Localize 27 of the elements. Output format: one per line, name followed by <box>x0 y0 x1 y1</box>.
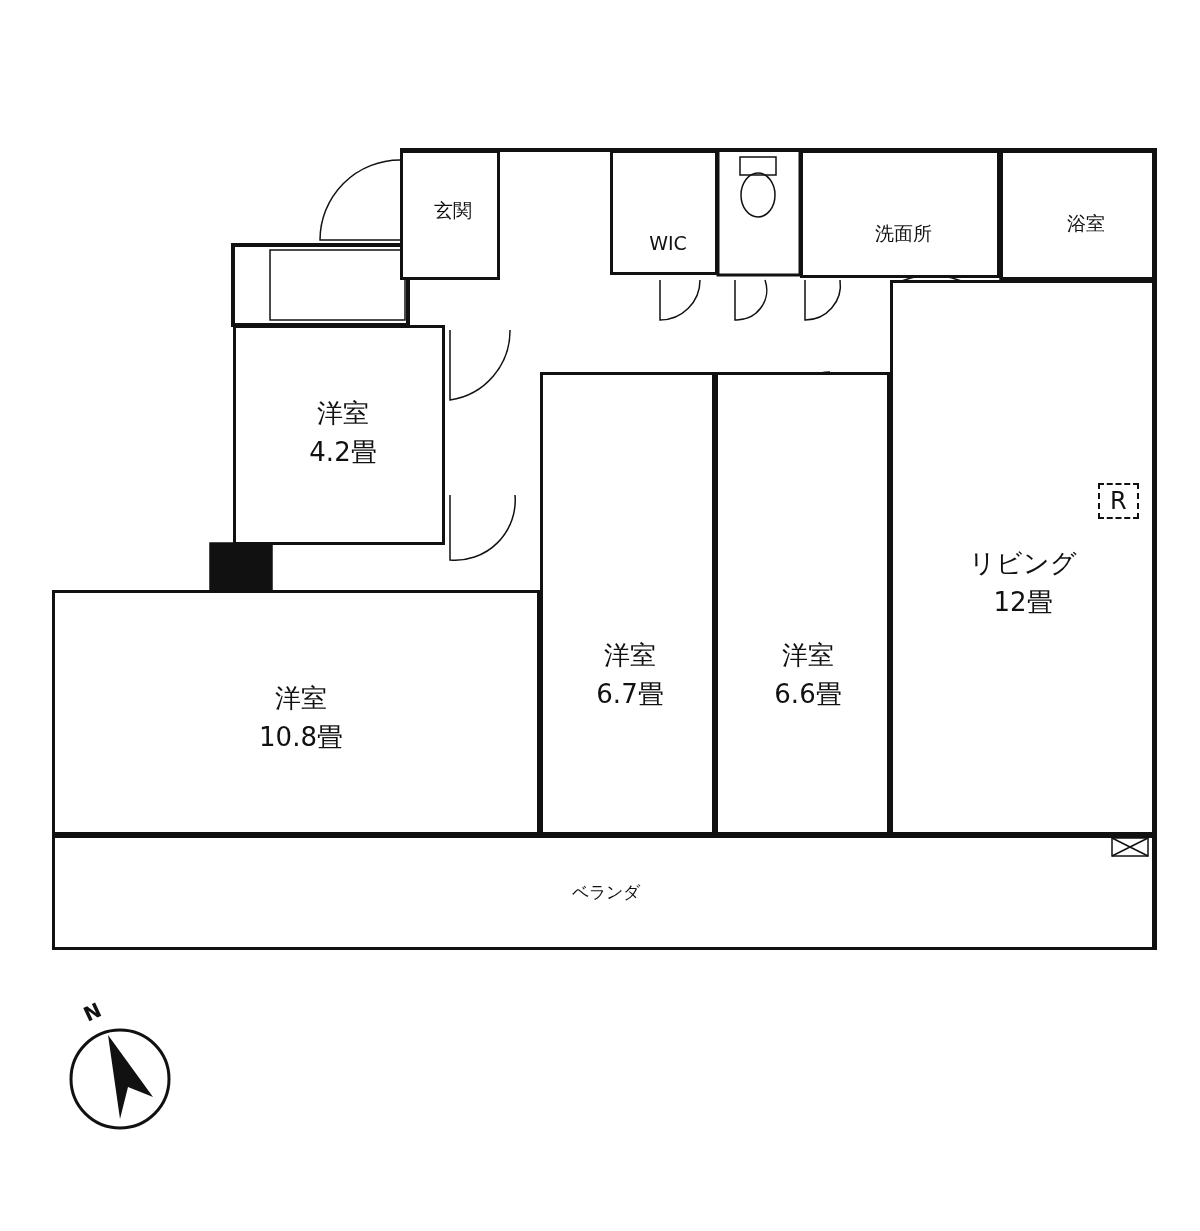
room-name: リビング <box>969 547 1077 580</box>
room-size: 4.2畳 <box>309 436 377 469</box>
room-name: 洋室 <box>275 682 327 715</box>
room-area <box>610 150 718 275</box>
refrigerator-mark: R <box>1098 483 1139 519</box>
room-area <box>400 150 500 280</box>
room-area <box>52 590 540 835</box>
room-size: 6.6畳 <box>774 678 842 711</box>
room-area <box>52 835 1155 950</box>
room-area <box>540 372 715 835</box>
room-name: 洋室 <box>604 639 656 672</box>
room-area <box>890 280 1155 835</box>
room-name: 浴室 <box>1067 210 1105 236</box>
room-name: 玄関 <box>434 197 472 223</box>
room-area <box>233 325 445 545</box>
room-name: WIC <box>649 230 687 256</box>
room-name: 洗面所 <box>874 220 932 246</box>
room-name: 洋室 <box>317 397 369 430</box>
room-name: 洋室 <box>782 639 834 672</box>
room-area <box>1000 150 1155 280</box>
room-size: 12畳 <box>993 586 1053 619</box>
room-size: 6.7畳 <box>596 678 664 711</box>
room-area <box>800 150 1000 278</box>
room-area <box>715 372 890 835</box>
north-label: N <box>79 997 106 1027</box>
room-size: 10.8畳 <box>259 721 343 754</box>
room-name: ベランダ <box>572 881 640 905</box>
